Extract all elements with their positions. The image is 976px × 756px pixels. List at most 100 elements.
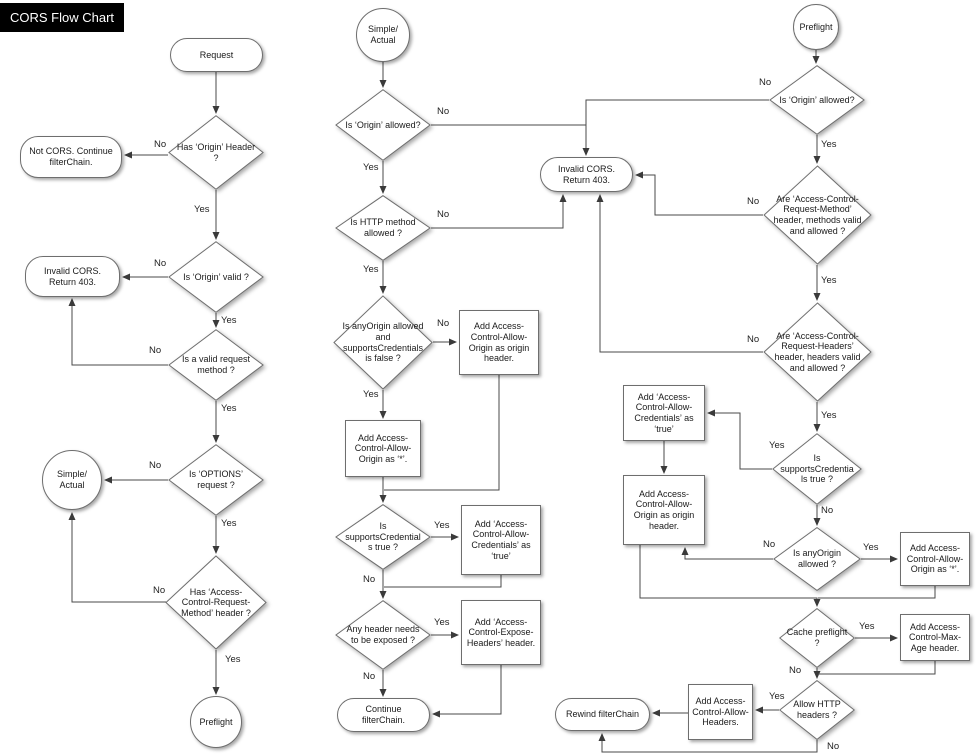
- edge-label-yes: Yes: [820, 275, 838, 286]
- node-invalid-cors-mid: Invalid CORS. Return 403.: [540, 157, 633, 192]
- node-label: Invalid CORS. Return 403.: [43, 265, 102, 287]
- node-mid-add-expose-headers: Add ‘Access-Control-Expose-Headers’ head…: [461, 600, 541, 665]
- node-r-add-origin-header: Add Access-Control-Allow-Origin as origi…: [623, 475, 705, 545]
- node-label: Is HTTP method allowed ?: [350, 217, 416, 238]
- node-label: Invalid CORS. Return 403.: [557, 163, 616, 185]
- node-label: Is ‘OPTIONS’ request ?: [188, 469, 243, 490]
- edge-acrm-simpleactual: [68, 512, 166, 603]
- node-mid-any-header-exposed: Any header needs to be exposed ?: [335, 600, 431, 670]
- node-mid-is-supportscred: Is supportsCredentials true ?: [335, 504, 431, 570]
- edge-acrmvalid-invalid: [635, 171, 763, 216]
- edge-label-yes: Yes: [362, 264, 380, 275]
- node-label: Allow HTTP headers ?: [793, 699, 841, 720]
- node-r-add-credentials: Add ‘Access-Control-Allow-Credentials’ a…: [623, 385, 705, 441]
- edge-label-no: No: [148, 345, 163, 356]
- diamond-shape: [763, 165, 872, 265]
- diamond-shape: [335, 89, 431, 161]
- node-has-acrm-header: Has ‘Access-Control-Request-Method’ head…: [165, 555, 267, 650]
- edge-label-yes: Yes: [362, 389, 380, 400]
- node-label: Has ‘Origin’ Header ?: [176, 141, 256, 163]
- edge-ranyorigin-originheader: [681, 547, 773, 560]
- edge-label-yes: Yes: [220, 518, 238, 529]
- node-allow-http-headers: Allow HTTP headers ?: [779, 680, 855, 740]
- edge-label-yes: Yes: [820, 139, 838, 150]
- node-preflight-left: Preflight: [190, 696, 242, 748]
- node-label: Is supportsCredentials true ?: [345, 521, 421, 553]
- diamond-shape: [335, 600, 431, 670]
- edge-label-yes: Yes: [224, 654, 242, 665]
- node-preflight-right: Preflight: [793, 4, 839, 50]
- edge-expose-continue: [432, 665, 502, 718]
- node-label: Preflight: [199, 716, 233, 727]
- node-simple-actual-left: Simple/ Actual: [42, 450, 102, 510]
- node-r-acrh-valid: Are ‘Access-Control-Request-Headers’ hea…: [763, 302, 872, 402]
- node-label: Continue filterChain.: [361, 704, 406, 725]
- node-label: Any header needs to be exposed ?: [346, 624, 420, 645]
- node-label: Add Access-Control-Allow-Origin as ‘*’.: [906, 543, 964, 575]
- node-label: Add Access-Control-Allow-Origin as origi…: [633, 488, 695, 531]
- node-label: Preflight: [799, 21, 833, 32]
- node-label: Simple/ Actual: [56, 469, 87, 490]
- diamond-shape: [769, 65, 865, 135]
- node-request: Request: [170, 38, 263, 72]
- edge-roriginheader-cache: [639, 545, 821, 607]
- node-label: Cache preflight ?: [786, 627, 848, 648]
- edge-label-yes: Yes: [220, 403, 238, 414]
- edge-label-no: No: [362, 671, 377, 682]
- node-mid-add-origin-header: Add Access-Control-Allow-Origin as origi…: [459, 310, 539, 375]
- edge-originheader-join: [384, 375, 500, 491]
- node-is-origin-valid: Is ‘Origin’ valid ?: [168, 241, 264, 313]
- edge-label-yes: Yes: [433, 520, 451, 531]
- node-label: Not CORS. Continue filterChain.: [29, 146, 113, 167]
- node-label: Add Access-Control-Allow-Origin as ‘*’.: [354, 432, 412, 464]
- node-label: Add Access-Control-Allow-Origin as origi…: [468, 321, 530, 364]
- node-r-add-allow-headers: Add Access-Control-Allow-Headers.: [688, 684, 753, 740]
- edge-label-yes: Yes: [820, 410, 838, 421]
- diamond-shape: [333, 295, 433, 390]
- edge-label-yes: Yes: [862, 542, 880, 553]
- node-rewind-filterchain: Rewind filterChain: [555, 698, 650, 731]
- node-r-is-origin-allowed: Is ‘Origin’ allowed?: [769, 65, 865, 135]
- edge-midorigin-invalid: [431, 124, 590, 156]
- edge-allowhttp-rewind: [598, 733, 818, 753]
- edge-validmethod-invalid: [68, 298, 168, 366]
- diamond-shape: [772, 433, 862, 505]
- node-is-options-request: Is ‘OPTIONS’ request ?: [168, 444, 264, 516]
- edge-label-no: No: [746, 196, 761, 207]
- node-label: Are ‘Access-Control-Request-Headers’ hea…: [774, 330, 861, 373]
- diamond-shape: [168, 329, 264, 401]
- node-label: Simple/ Actual: [367, 24, 398, 45]
- edge-label-no: No: [820, 505, 835, 516]
- edge-label-no: No: [152, 585, 167, 596]
- node-label: Is ‘Origin’ allowed?: [345, 119, 421, 130]
- edge-maxage-join: [818, 661, 936, 675]
- node-simple-actual-mid: Simple/ Actual: [356, 8, 410, 62]
- node-not-cors: Not CORS. Continue filterChain.: [20, 136, 122, 178]
- edge-label-no: No: [436, 318, 451, 329]
- node-cache-preflight: Cache preflight ?: [779, 608, 855, 668]
- edge-label-yes: Yes: [768, 440, 786, 451]
- node-is-valid-request-method: Is a valid request method ?: [168, 329, 264, 401]
- chart-title: CORS Flow Chart: [0, 3, 125, 32]
- node-r-acrm-valid: Are ‘Access-Control-Request-Method’ head…: [763, 165, 872, 265]
- node-label: Add ‘Access-Control-Expose-Headers’ head…: [466, 616, 536, 648]
- diamond-shape: [168, 241, 264, 313]
- edge-label-yes: Yes: [858, 621, 876, 632]
- node-label: Request: [199, 49, 234, 60]
- node-mid-anyorigin-supportscred: Is anyOrigin allowed and supportsCredent…: [333, 295, 433, 390]
- node-label: Is ‘Origin’ valid ?: [183, 271, 249, 282]
- diamond-shape: [335, 195, 431, 261]
- node-label: Add Access-Control-Allow-Headers.: [692, 696, 749, 728]
- edge-rsupportscred-credentials: [707, 409, 772, 470]
- node-label: Is supportsCredentials true ?: [780, 453, 854, 485]
- node-r-add-max-age: Add Access-Control-Max-Age header.: [900, 614, 970, 661]
- diamond-shape: [168, 444, 264, 516]
- edge-label-no: No: [436, 106, 451, 117]
- edge-label-yes: Yes: [220, 315, 238, 326]
- edge-label-yes: Yes: [433, 617, 451, 628]
- edge-label-no: No: [746, 334, 761, 345]
- edge-rstar-join: [818, 586, 936, 599]
- node-r-is-anyorigin: Is anyOrigin allowed ?: [773, 527, 861, 591]
- node-mid-add-origin-star: Add Access-Control-Allow-Origin as ‘*’.: [345, 420, 421, 477]
- node-label: Has ‘Access-Control-Request-Method’ head…: [181, 586, 251, 618]
